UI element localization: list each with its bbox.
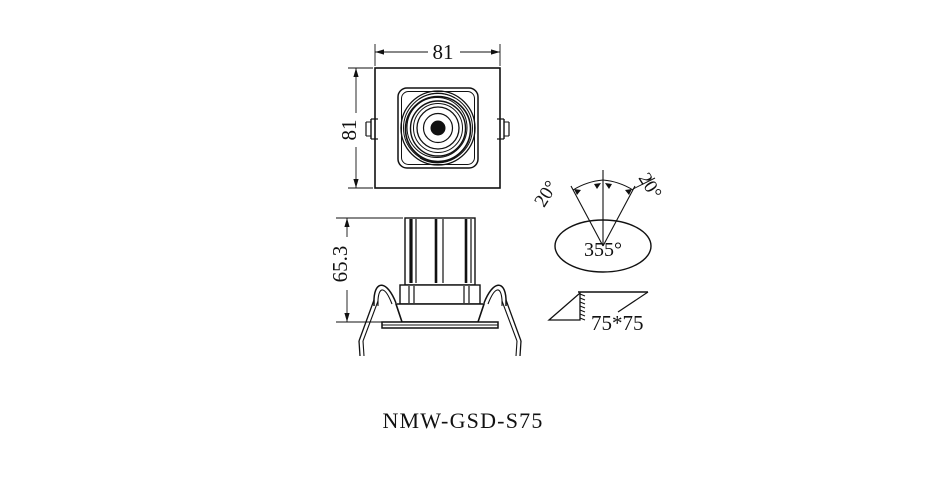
- cutout-wedge: [547, 291, 581, 321]
- top-view-ring-1: [400, 90, 476, 166]
- tilt-arc-right: [602, 179, 634, 191]
- height-dimension-value: 81: [337, 120, 361, 141]
- side-view-spring-clip-right: [483, 284, 522, 357]
- width-dimension-81: 81: [374, 40, 501, 66]
- top-view-ring-4: [406, 97, 468, 158]
- depth-dim-arrow-top: [344, 218, 350, 227]
- width-dim-arrow-left: [375, 49, 384, 55]
- height-dim-arrow-top: [353, 68, 359, 77]
- depth-dimension-65-3: 65.3: [328, 217, 403, 322]
- height-dim-arrow-bottom: [353, 179, 359, 188]
- side-view: [336, 217, 522, 357]
- tilt-rotation-diagram: 20° 20° 355°: [530, 169, 666, 273]
- top-view-led-center: [430, 120, 446, 136]
- top-view-clip-left: [365, 118, 378, 140]
- top-view: [365, 67, 510, 189]
- top-view-ring-3: [404, 95, 472, 163]
- cutout-hatching: [579, 293, 586, 321]
- tilt-right-leader: [632, 177, 656, 190]
- cutout-label: 75*75: [591, 311, 644, 335]
- tilt-arc-left: [572, 179, 604, 191]
- tilt-axis-arrow-right: [605, 183, 612, 189]
- side-view-spring-clip-left: [358, 284, 397, 357]
- depth-dim-arrow-bottom: [344, 313, 350, 322]
- top-view-arc-top: [418, 92, 456, 100]
- tilt-axis-arrow-left: [594, 183, 601, 189]
- tilt-arc-arrow-left: [574, 189, 581, 195]
- top-view-clip-right: [497, 118, 510, 140]
- model-label: NMW-GSD-S75: [382, 408, 543, 433]
- side-view-collar: [399, 284, 481, 305]
- depth-dimension-value: 65.3: [328, 246, 352, 283]
- top-view-ring-5: [409, 100, 467, 157]
- tilt-leg-right: [602, 185, 636, 247]
- tilt-leg-left: [570, 185, 604, 247]
- width-dimension-value: 81: [433, 40, 454, 64]
- cutout-note: 75*75: [547, 291, 649, 335]
- top-view-ring-6: [413, 103, 463, 153]
- height-dimension-81: 81: [337, 67, 373, 189]
- cutout-leader: [617, 291, 649, 313]
- tilt-left-label: 20°: [530, 177, 562, 211]
- top-view-arc-bottom: [419, 156, 457, 164]
- width-dim-arrow-right: [491, 49, 500, 55]
- top-view-ring-8: [422, 112, 454, 144]
- rotation-label: 355°: [584, 239, 622, 261]
- tilt-right-label: 20°: [634, 169, 666, 203]
- top-view-ring-7: [416, 106, 460, 150]
- side-view-trim-taper: [394, 303, 486, 323]
- tilt-arc-arrow-right: [625, 189, 632, 195]
- side-view-body: [404, 217, 476, 286]
